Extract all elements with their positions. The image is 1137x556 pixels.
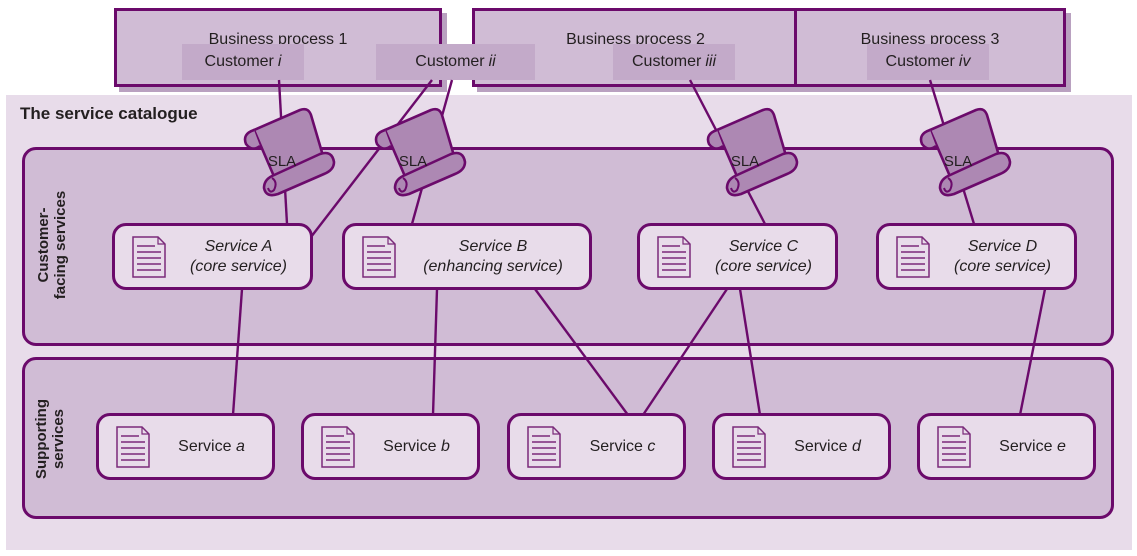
business-process-title: Business process 2 — [566, 31, 705, 48]
document-icon — [362, 235, 396, 278]
document-icon — [937, 425, 971, 468]
business-process-title: Business process 1 — [208, 31, 348, 48]
sla-label: SLA — [399, 153, 427, 170]
service-id: b — [440, 437, 450, 455]
service-label: Service — [383, 437, 437, 455]
line-service-c-to-c — [642, 288, 728, 416]
customer-label: Customer — [631, 53, 702, 70]
service-label: Service — [999, 437, 1053, 455]
service-b-card: Service B (enhancing service) — [342, 223, 592, 290]
sla-label: SLA — [944, 153, 972, 170]
service-d-lower-card: Service d — [712, 413, 891, 480]
service-b-lower-card: Service b — [301, 413, 480, 480]
document-icon — [657, 235, 691, 278]
customer-label: Customer — [415, 53, 485, 70]
document-icon — [116, 425, 150, 468]
document-icon — [896, 235, 930, 278]
service-c-lower-card: Service c — [507, 413, 686, 480]
service-a-card: Service A (core service) — [112, 223, 313, 290]
document-icon — [132, 235, 166, 278]
service-id: d — [851, 437, 861, 455]
line-service-c-to-d — [738, 288, 762, 416]
document-icon — [732, 425, 766, 468]
service-a-lower-card: Service a — [96, 413, 275, 480]
service-e-lower-card: Service e — [917, 413, 1096, 480]
service-name: Service C — [728, 237, 799, 255]
customer-id: ii — [488, 53, 496, 70]
service-name: Service D — [967, 237, 1038, 255]
service-label: Service — [794, 437, 848, 455]
service-c-card: Service C (core service) — [637, 223, 838, 290]
service-id: c — [647, 437, 656, 455]
line-service-b-to-b — [431, 288, 439, 416]
service-label: Service — [178, 437, 232, 455]
document-icon — [321, 425, 355, 468]
catalogue-title: The service catalogue — [20, 104, 198, 123]
customer-id: iii — [705, 53, 717, 70]
service-id: a — [235, 437, 245, 455]
business-process-title: Business process 3 — [860, 31, 1000, 48]
sla-label: SLA — [731, 153, 759, 170]
service-type: (enhancing service) — [423, 257, 563, 275]
sla-label: SLA — [268, 153, 296, 170]
customer-label: Customer — [885, 53, 955, 70]
service-name: Service B — [458, 237, 528, 255]
line-service-b-to-c — [534, 288, 629, 416]
service-id: e — [1056, 437, 1066, 455]
service-type: (core service) — [715, 257, 812, 275]
customer-id: iv — [958, 53, 971, 70]
line-service-a-to-a — [231, 288, 244, 416]
service-label: Service — [589, 437, 643, 455]
service-name: Service A — [204, 237, 273, 255]
line-service-d-to-e — [1018, 288, 1047, 416]
service-type: (core service) — [954, 257, 1051, 275]
document-icon — [527, 425, 561, 468]
customer-id: i — [277, 53, 282, 70]
service-d-card: Service D (core service) — [876, 223, 1077, 290]
line-customer-ii-to-service-a — [310, 79, 433, 238]
customer-label: Customer — [204, 53, 274, 70]
service-type: (core service) — [190, 257, 287, 275]
